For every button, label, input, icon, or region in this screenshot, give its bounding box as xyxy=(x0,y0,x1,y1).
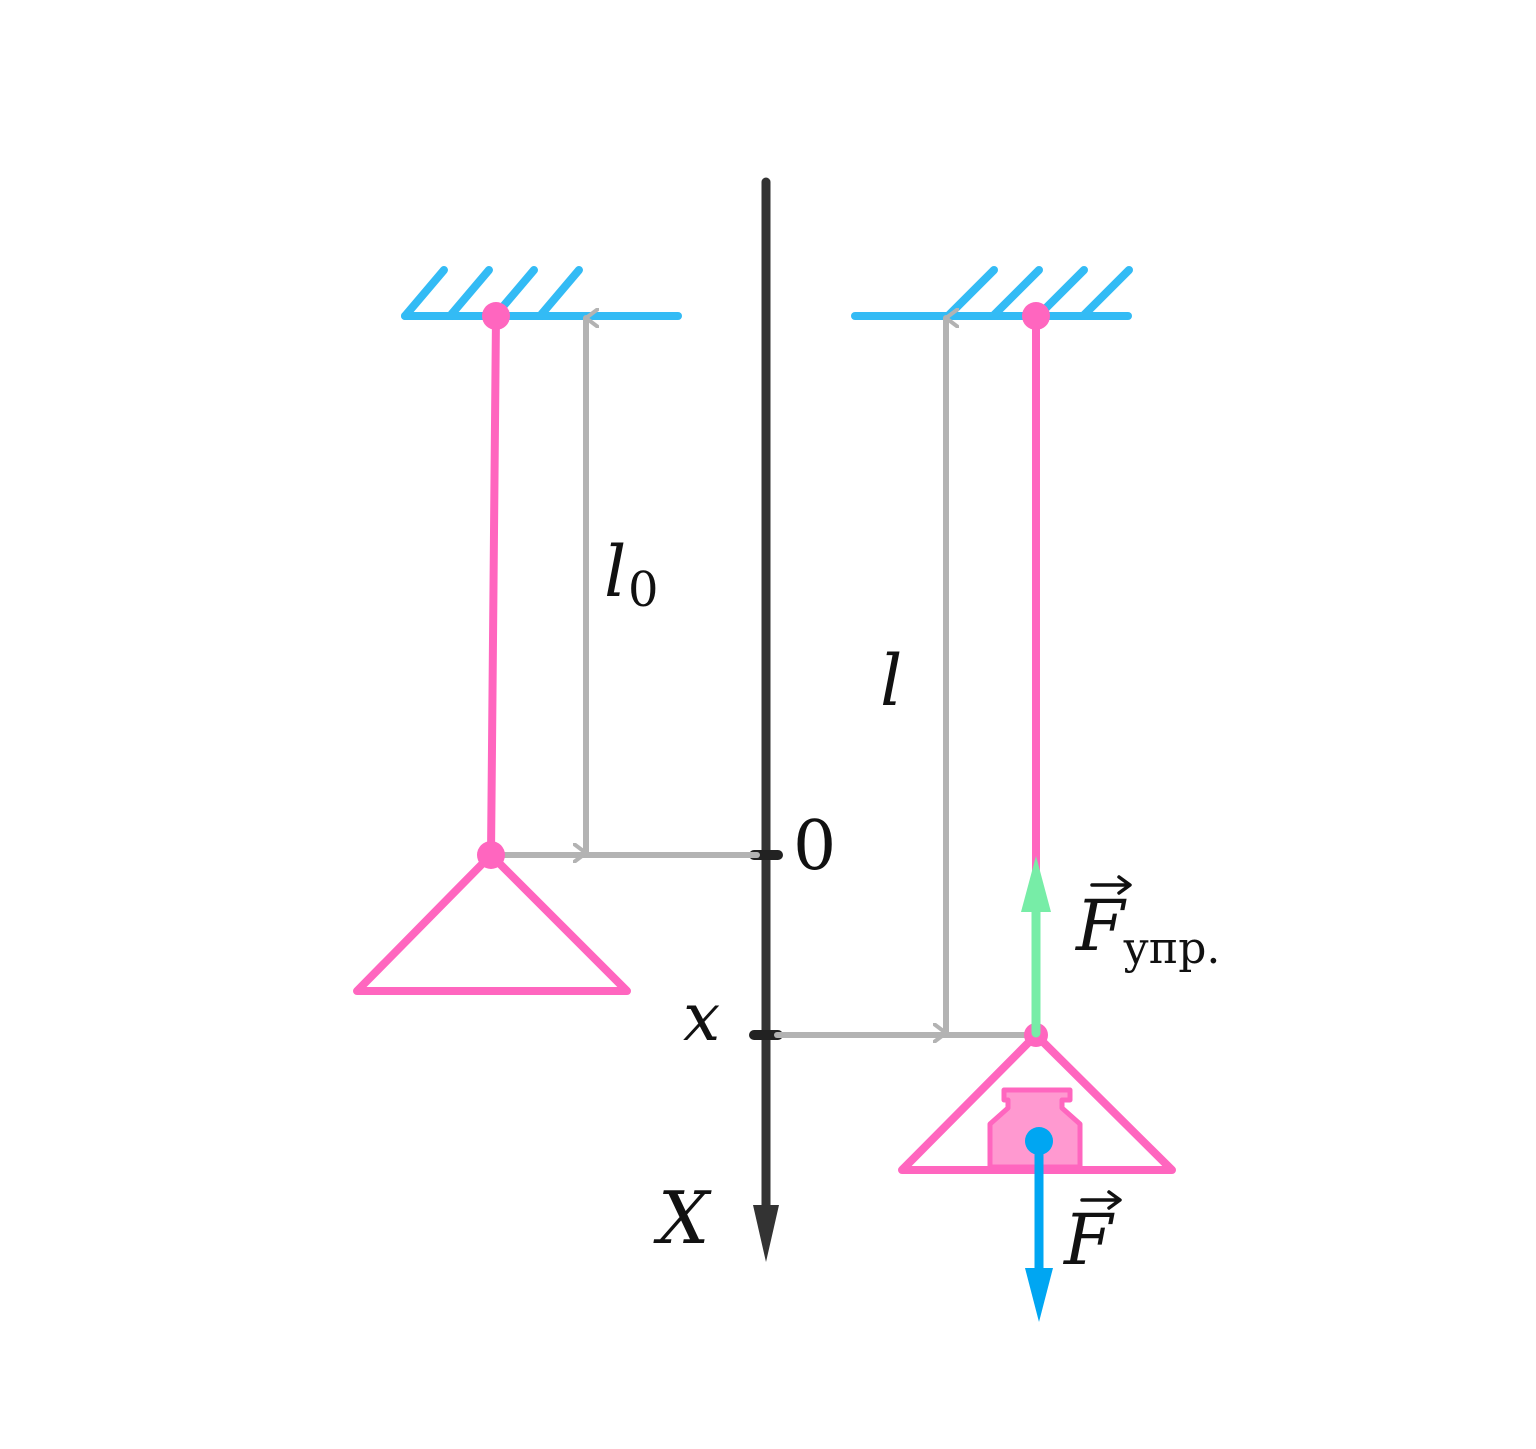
left-top-pin xyxy=(482,302,510,330)
dimension-lines xyxy=(489,318,1039,1035)
svg-text:F: F xyxy=(1074,885,1127,967)
label-x: x xyxy=(683,979,720,1056)
gravity-force-arrow-icon xyxy=(1025,1268,1053,1322)
axis-arrow-icon xyxy=(753,1205,779,1262)
label-l: l xyxy=(880,640,902,722)
left-ceiling xyxy=(401,266,682,320)
elastic-force-arrow-icon xyxy=(1021,856,1051,912)
elastic-force-vector xyxy=(1021,856,1051,1038)
x-axis xyxy=(749,177,783,1262)
vector-arrow-icon xyxy=(1090,875,1132,895)
right-top-pin xyxy=(1022,302,1050,330)
label-axis: X xyxy=(653,1176,712,1260)
weight-center-dot xyxy=(1025,1127,1053,1155)
label-f: F xyxy=(1062,1190,1122,1281)
svg-text:0: 0 xyxy=(628,562,659,618)
label-l0: l 0 xyxy=(604,531,659,618)
label-f-elastic: F упр. xyxy=(1074,875,1220,974)
vector-arrow-icon xyxy=(1080,1190,1122,1210)
gravity-force-vector xyxy=(1025,1127,1053,1322)
right-spring xyxy=(898,302,1176,1174)
svg-text:упр.: упр. xyxy=(1123,923,1220,974)
right-ceiling xyxy=(851,266,1133,320)
left-pan xyxy=(353,851,631,995)
svg-text:l: l xyxy=(604,531,626,613)
svg-text:F: F xyxy=(1062,1199,1115,1281)
left-spring xyxy=(353,302,631,995)
left-bottom-pin xyxy=(477,841,505,869)
label-origin: 0 xyxy=(793,807,836,886)
